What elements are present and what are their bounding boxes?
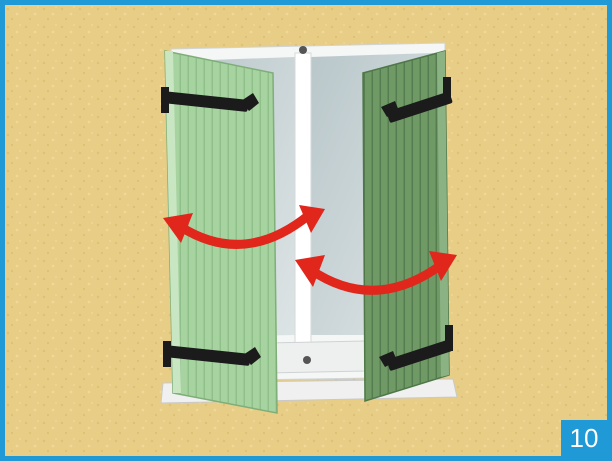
shutter-illustration (5, 5, 607, 456)
window-latch-bottom (303, 356, 311, 364)
step-number-badge: 10 (561, 420, 607, 456)
window-mullion (295, 53, 311, 343)
window-latch-top (299, 46, 307, 54)
window-bottom-rail (267, 341, 365, 373)
